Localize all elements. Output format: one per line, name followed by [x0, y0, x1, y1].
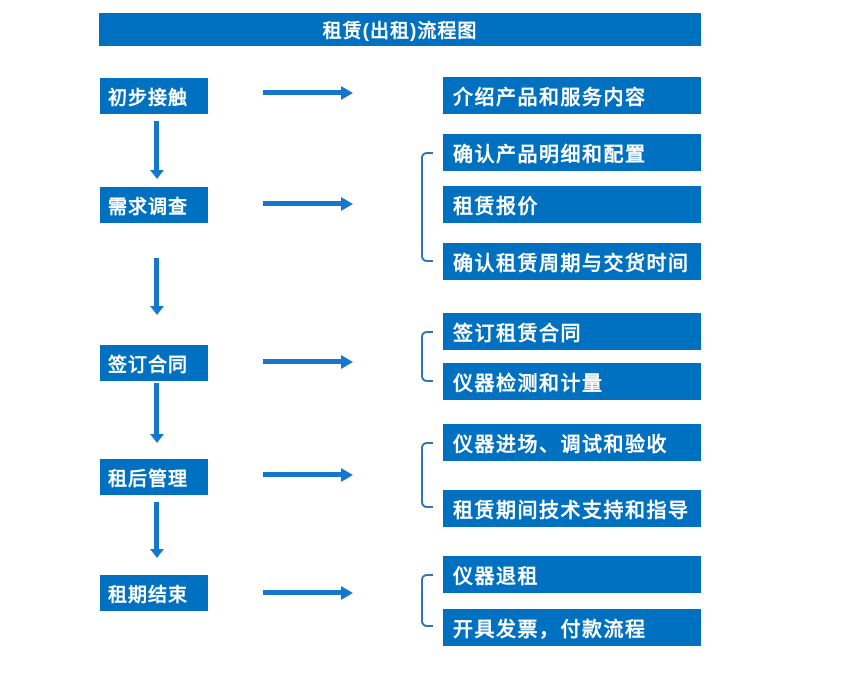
stage-box-demand-survey: 需求调查 — [100, 187, 208, 223]
flowchart-title: 租赁(出租)流程图 — [99, 13, 701, 46]
step-box-confirm-period: 确认租赁周期与交货时间 — [443, 243, 701, 280]
step-box-instrument-testing: 仪器检测和计量 — [443, 363, 701, 400]
down-arrow-icon — [154, 383, 159, 434]
right-arrow-icon — [263, 590, 341, 595]
right-arrow-icon — [263, 359, 341, 364]
group-bracket — [421, 331, 433, 382]
stage-box-lease-end: 租期结束 — [100, 575, 208, 611]
step-box-tech-support: 租赁期间技术支持和指导 — [443, 490, 701, 527]
down-arrow-icon — [154, 502, 159, 549]
step-box-introduce-products: 介绍产品和服务内容 — [443, 77, 701, 114]
stage-box-initial-contact: 初步接触 — [100, 78, 208, 114]
step-box-invoice-payment: 开具发票，付款流程 — [443, 609, 701, 646]
group-bracket — [421, 152, 433, 262]
step-box-instrument-setup: 仪器进场、调试和验收 — [443, 424, 701, 461]
down-arrow-icon — [154, 258, 159, 306]
step-box-sign-rental-contract: 签订租赁合同 — [443, 313, 701, 350]
group-bracket — [421, 442, 433, 508]
right-arrow-icon — [263, 90, 341, 95]
down-arrow-icon — [154, 121, 159, 170]
step-box-instrument-return: 仪器退租 — [443, 556, 701, 593]
right-arrow-icon — [263, 472, 341, 477]
right-arrow-icon — [263, 201, 341, 206]
group-bracket — [421, 574, 433, 627]
step-box-rental-quote: 租赁报价 — [443, 186, 701, 223]
stage-box-post-rental-mgmt: 租后管理 — [100, 459, 208, 495]
step-box-confirm-details: 确认产品明细和配置 — [443, 134, 701, 171]
stage-box-sign-contract: 签订合同 — [100, 345, 208, 381]
